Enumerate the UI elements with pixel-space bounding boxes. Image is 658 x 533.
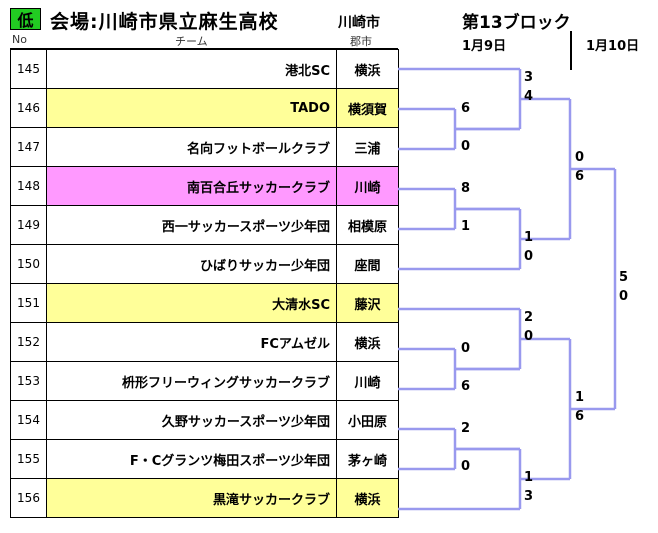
score-mfinal-top: 5 bbox=[619, 270, 629, 285]
score-m154-155-top: 2 bbox=[461, 421, 471, 436]
team-name: 大清水SC bbox=[46, 283, 337, 323]
team-city: 座間 bbox=[336, 244, 399, 284]
score-m148-149-bottom: 1 bbox=[461, 219, 471, 234]
team-number: 148 bbox=[10, 166, 47, 206]
score-mq2-top: 1 bbox=[575, 390, 585, 405]
team-name: 西一サッカースポーツ少年団 bbox=[46, 205, 337, 245]
team-city: 川崎 bbox=[336, 361, 399, 401]
team-number: 155 bbox=[10, 439, 47, 479]
score-m145-w1-top: 3 bbox=[524, 70, 534, 85]
score-m151-w3-bottom: 0 bbox=[524, 329, 534, 344]
score-mq1-bottom: 6 bbox=[575, 169, 585, 184]
team-city: 三浦 bbox=[336, 127, 399, 167]
team-city: 横浜 bbox=[336, 322, 399, 362]
team-number: 150 bbox=[10, 244, 47, 284]
team-name: FCアムゼル bbox=[46, 322, 337, 362]
team-city: 横須賀 bbox=[336, 88, 399, 128]
team-number: 149 bbox=[10, 205, 47, 245]
score-mw4-156-bottom: 3 bbox=[524, 489, 534, 504]
score-m146-147-bottom: 0 bbox=[461, 139, 471, 154]
host-city: 川崎市 bbox=[338, 15, 380, 31]
team-column-header: チーム bbox=[175, 35, 208, 48]
team-number: 153 bbox=[10, 361, 47, 401]
team-city: 小田原 bbox=[336, 400, 399, 440]
team-number: 156 bbox=[10, 478, 47, 518]
city-column-header: 郡市 bbox=[350, 35, 372, 48]
team-number: 154 bbox=[10, 400, 47, 440]
team-name: 港北SC bbox=[46, 49, 337, 89]
team-number: 147 bbox=[10, 127, 47, 167]
team-number: 146 bbox=[10, 88, 47, 128]
score-mq2-bottom: 6 bbox=[575, 409, 585, 424]
score-m154-155-bottom: 0 bbox=[461, 459, 471, 474]
team-city: 横浜 bbox=[336, 49, 399, 89]
category-badge: 低 bbox=[10, 8, 41, 30]
score-mfinal-bottom: 0 bbox=[619, 289, 629, 304]
team-name: 黒滝サッカークラブ bbox=[46, 478, 337, 518]
score-m151-w3-top: 2 bbox=[524, 310, 534, 325]
score-m152-153-top: 0 bbox=[461, 341, 471, 356]
date-divider bbox=[570, 31, 572, 70]
round2-date: 1月10日 bbox=[586, 39, 640, 54]
team-name: 南百合丘サッカークラブ bbox=[46, 166, 337, 206]
score-mq1-top: 0 bbox=[575, 150, 585, 165]
team-name: 名向フットボールクラブ bbox=[46, 127, 337, 167]
team-number: 145 bbox=[10, 49, 47, 89]
score-mw2-150-top: 1 bbox=[524, 230, 534, 245]
score-m148-149-top: 8 bbox=[461, 181, 471, 196]
team-city: 横浜 bbox=[336, 478, 399, 518]
column-headers: No チーム 郡市 bbox=[10, 33, 398, 48]
team-city: 藤沢 bbox=[336, 283, 399, 323]
score-mw4-156-top: 1 bbox=[524, 470, 534, 485]
no-column-header: No bbox=[12, 33, 27, 46]
score-mw2-150-bottom: 0 bbox=[524, 249, 534, 264]
team-city: 相模原 bbox=[336, 205, 399, 245]
block-title: 第13ブロック bbox=[462, 13, 571, 33]
venue-title: 会場:川崎市県立麻生高校 bbox=[50, 11, 279, 33]
score-m146-147-top: 6 bbox=[461, 101, 471, 116]
team-name: TADO bbox=[46, 88, 337, 128]
score-m152-153-bottom: 6 bbox=[461, 379, 471, 394]
score-m145-w1-bottom: 4 bbox=[524, 89, 534, 104]
team-name: 久野サッカースポーツ少年団 bbox=[46, 400, 337, 440]
round1-date: 1月9日 bbox=[462, 39, 507, 54]
